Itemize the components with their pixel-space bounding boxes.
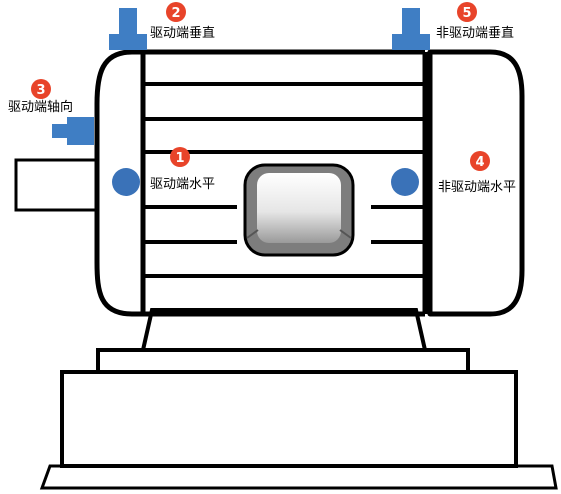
badge-number: 5 bbox=[462, 6, 471, 21]
badge-number: 1 bbox=[175, 151, 184, 166]
badge-4: 4 bbox=[470, 151, 490, 171]
label-non-drive-end-horizontal: 非驱动端水平 bbox=[438, 180, 516, 195]
base-foot bbox=[39, 464, 558, 490]
base-block bbox=[60, 370, 518, 468]
label-drive-end-axial: 驱动端轴向 bbox=[8, 99, 73, 115]
label-drive-end-vertical: 驱动端垂直 bbox=[150, 26, 215, 41]
motor-base bbox=[39, 308, 558, 490]
sensor-non-drive-end-vertical bbox=[392, 8, 430, 50]
sensor-drive-end-vertical bbox=[109, 8, 147, 50]
badge-1: 1 bbox=[170, 147, 190, 167]
motor-mount bbox=[140, 308, 428, 352]
sensor-drive-end-axial bbox=[52, 117, 94, 145]
badge-5: 5 bbox=[457, 2, 477, 22]
sensor-drive-end-horizontal bbox=[112, 168, 140, 196]
label-non-drive-end-vertical: 非驱动端垂直 bbox=[436, 26, 514, 41]
label-drive-end-horizontal: 驱动端水平 bbox=[150, 177, 215, 192]
motor-body bbox=[140, 49, 428, 317]
badge-3: 3 bbox=[31, 79, 51, 99]
badge-number: 4 bbox=[475, 155, 484, 170]
badge-2: 2 bbox=[166, 2, 186, 22]
badge-number: 2 bbox=[171, 6, 180, 21]
motor-shaft bbox=[14, 158, 102, 212]
junction-box bbox=[243, 163, 355, 257]
base-plate bbox=[96, 348, 470, 374]
sensor-non-drive-end-horizontal bbox=[391, 168, 419, 196]
badge-number: 3 bbox=[36, 83, 45, 98]
non-drive-end-cap bbox=[427, 49, 525, 317]
